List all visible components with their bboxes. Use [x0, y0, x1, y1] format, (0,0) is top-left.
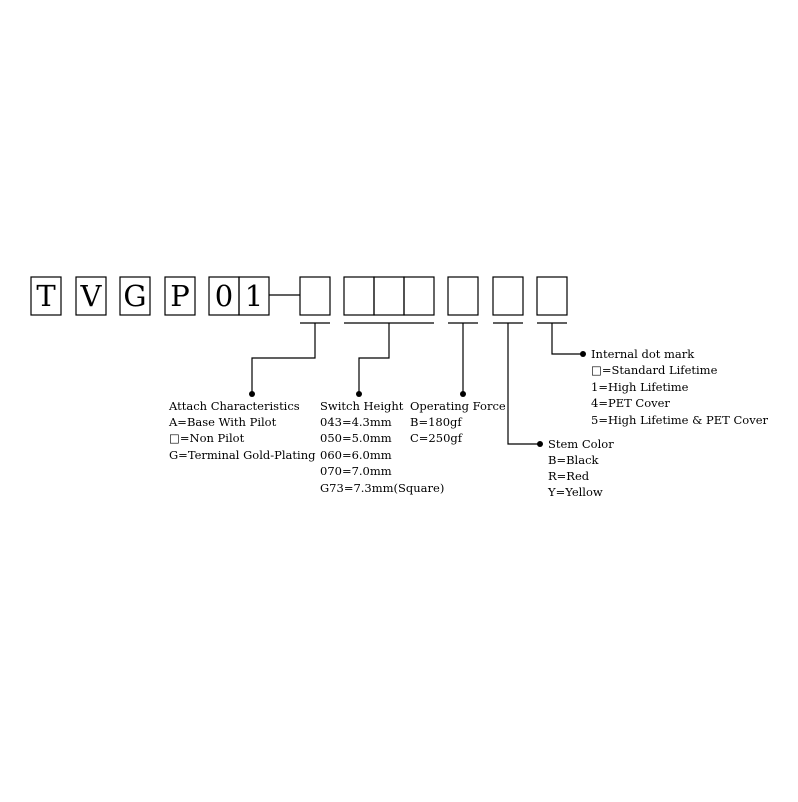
height-leader [358, 323, 390, 394]
height-title: Switch Height [320, 399, 404, 413]
code-letter: V [80, 279, 103, 313]
code-box-3 [119, 276, 151, 316]
code-letter: 1 [245, 279, 263, 313]
force-option: C=250gf [410, 431, 463, 445]
dot-leader [551, 323, 583, 355]
force-group: Operating Force B=180gf C=250gf [410, 399, 506, 445]
height-box-3 [403, 276, 435, 316]
dot-option: □=Standard Lifetime [591, 363, 718, 377]
code-letter: G [123, 279, 146, 313]
leader-lines [251, 323, 583, 445]
attach-option: G=Terminal Gold-Plating [169, 448, 316, 462]
dot-mark-dot [580, 351, 586, 357]
attach-dot [249, 391, 255, 397]
dot-option: 1=High Lifetime [591, 380, 689, 394]
code-letters: T V G P 0 1 [36, 279, 263, 313]
stem-title: Stem Color [548, 437, 614, 451]
force-dot [460, 391, 466, 397]
height-option: G73=7.3mm(Square) [320, 481, 444, 495]
force-box [447, 276, 479, 316]
stem-leader [507, 323, 540, 445]
height-option: 043=4.3mm [320, 415, 392, 429]
dot-option: 4=PET Cover [591, 396, 670, 410]
code-letter: 0 [215, 279, 233, 313]
attach-title: Attach Characteristics [168, 399, 300, 413]
code-letter: P [170, 279, 190, 313]
stem-group: Stem Color B=Black R=Red Y=Yellow [547, 437, 614, 499]
stem-dot [537, 441, 543, 447]
dot-option: 5=High Lifetime & PET Cover [591, 413, 769, 427]
code-box-4 [164, 276, 196, 316]
dot-title: Internal dot mark [591, 347, 695, 361]
attach-group: Attach Characteristics A=Base With Pilot… [168, 399, 316, 462]
height-option: 060=6.0mm [320, 448, 392, 462]
stem-option: R=Red [548, 469, 590, 483]
height-box-2 [373, 276, 405, 316]
dot-box [536, 276, 568, 316]
dot-group: Internal dot mark □=Standard Lifetime 1=… [591, 347, 769, 427]
stem-option: Y=Yellow [547, 485, 603, 499]
height-option: 050=5.0mm [320, 431, 392, 445]
attach-option: A=Base With Pilot [168, 415, 277, 429]
stem-box [492, 276, 524, 316]
height-option: 070=7.0mm [320, 464, 392, 478]
code-letter: T [36, 279, 56, 313]
attach-box [299, 276, 331, 316]
height-dot [356, 391, 362, 397]
code-box-1 [30, 276, 62, 316]
code-box-2 [75, 276, 107, 316]
code-box-6 [238, 276, 270, 316]
stem-option: B=Black [548, 453, 600, 467]
code-boxes [30, 276, 270, 316]
leader-dots [249, 351, 586, 447]
attach-leader [251, 323, 316, 394]
force-option: B=180gf [410, 415, 462, 429]
height-box-1 [343, 276, 375, 316]
height-group: Switch Height 043=4.3mm 050=5.0mm 060=6.… [320, 399, 444, 495]
option-boxes [299, 276, 568, 316]
attach-option: □=Non Pilot [169, 431, 245, 445]
force-title: Operating Force [410, 399, 506, 413]
